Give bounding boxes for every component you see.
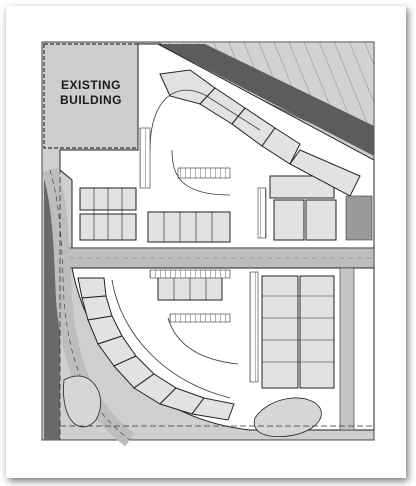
- building-lower-arc: [77, 277, 235, 421]
- existing-building-line2: BUILDING: [60, 93, 122, 107]
- building-upper-east: [269, 149, 361, 241]
- pond-west: [63, 375, 101, 428]
- existing-building-label: EXISTING BUILDING: [45, 78, 137, 108]
- east-road: [339, 267, 355, 431]
- lot-east: [345, 195, 373, 241]
- building-lower-east: [261, 275, 335, 389]
- dark-strip: [158, 44, 374, 156]
- existing-building: [43, 43, 141, 149]
- existing-building-line1: EXISTING: [60, 78, 121, 92]
- building-upper-arc: [159, 69, 301, 165]
- pond-east: [253, 397, 322, 438]
- building-upper-center: [147, 211, 231, 243]
